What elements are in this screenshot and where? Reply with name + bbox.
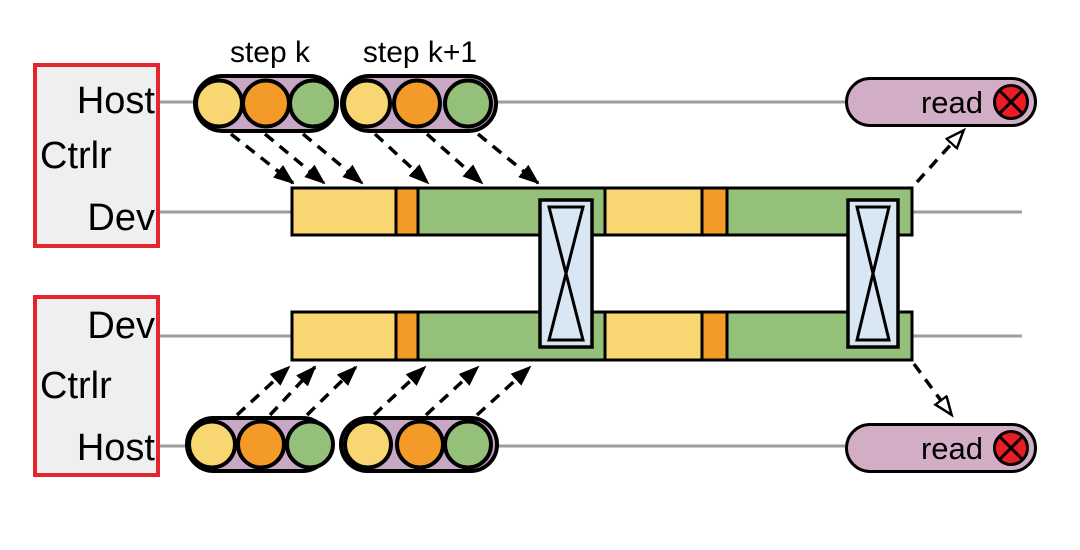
dev-controller-box-bottom: Dev Ctrlr Host: [33, 295, 160, 477]
cmd-queue-top-step-k: [193, 74, 339, 133]
dispatch-arrow: [373, 132, 430, 185]
dispatch-arrow: [305, 365, 358, 417]
dispatch-arrows-bottom: [235, 365, 532, 417]
cmd-circle-green: [288, 78, 338, 129]
cmd-circle-orange: [241, 78, 291, 129]
cmd-circle-green: [443, 78, 493, 129]
exec-segment-yellow: [290, 186, 398, 237]
bowtie-x-icon: [855, 205, 891, 342]
exec-segment-yellow: [603, 310, 704, 362]
read-arrows: [912, 131, 963, 414]
dispatch-arrow: [301, 132, 364, 185]
sync-barrier-2: [846, 198, 900, 349]
dispatch-arrow: [424, 365, 480, 417]
exec-segment-orange: [394, 310, 420, 362]
dispatch-arrow: [372, 365, 427, 417]
dispatch-arrow: [229, 132, 295, 185]
bowtie-x-icon: [547, 205, 585, 342]
cmd-circle-yellow: [187, 419, 237, 470]
dev-exec-bar-bottom: [290, 310, 914, 362]
read-pill-bottom: read: [845, 423, 1037, 473]
dispatch-arrow: [475, 365, 532, 417]
exec-segment-yellow: [290, 310, 398, 362]
circle-x-icon: [993, 84, 1029, 120]
dispatch-arrows-top: [229, 132, 540, 185]
label-host: Host: [76, 80, 155, 122]
sync-barrier-1: [538, 198, 594, 349]
read-label: read: [920, 430, 983, 466]
dev-exec-bar-top: [290, 186, 914, 237]
label-dev: Dev: [87, 305, 155, 347]
cmd-circle-orange: [392, 78, 442, 129]
read-arrow-bottom: [912, 362, 951, 414]
dispatch-arrow: [268, 365, 317, 417]
label-host: Host: [76, 427, 155, 469]
cmd-queue-bottom-step-k: [185, 416, 335, 473]
step-k-label: step k: [229, 36, 311, 69]
cmd-circle-green: [443, 419, 493, 470]
dispatch-arrow: [476, 132, 540, 185]
exec-segment-orange: [700, 186, 729, 237]
bowtie-x-icon: [538, 198, 594, 349]
exec-segment-yellow: [603, 186, 704, 237]
label-ctrlr: Ctrlr: [40, 135, 112, 177]
label-ctrlr: Ctrlr: [40, 365, 112, 407]
cmd-circle-green: [285, 419, 335, 470]
cmd-circle-yellow: [342, 78, 392, 129]
dispatch-arrow: [263, 132, 326, 185]
cmd-circle-yellow: [194, 78, 244, 129]
circle-x-icon: [993, 430, 1029, 466]
cmd-queue-bottom-step-k1: [339, 416, 499, 473]
read-arrow-top: [915, 131, 963, 184]
cmd-circle-orange: [236, 419, 286, 470]
label-dev: Dev: [87, 197, 155, 239]
read-pill-top: read: [845, 77, 1037, 127]
cmd-queue-top-step-k1: [340, 74, 498, 133]
dispatch-arrow: [235, 365, 291, 417]
timeline-lines: [160, 100, 1022, 448]
cmd-circle-orange: [395, 419, 445, 470]
host-controller-box-top: Host Ctrlr Dev: [33, 63, 160, 248]
exec-segment-orange: [700, 310, 729, 362]
read-label: read: [920, 84, 983, 120]
cmd-circle-yellow: [343, 419, 393, 470]
dispatch-arrow: [425, 132, 484, 185]
step-k1-label: step k+1: [362, 36, 478, 69]
exec-segment-orange: [394, 186, 420, 237]
